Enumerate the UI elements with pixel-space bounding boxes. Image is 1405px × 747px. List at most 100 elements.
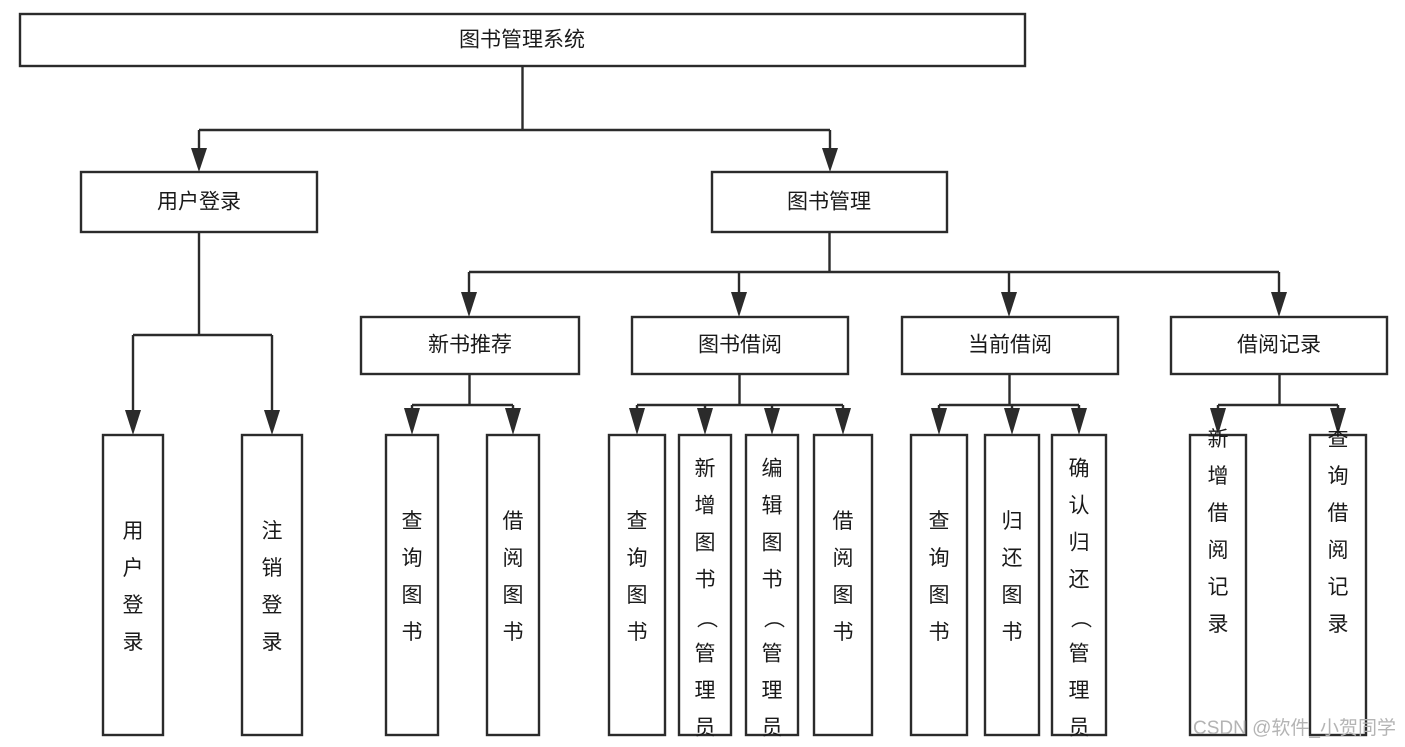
node-user-login-box[interactable]	[79, 170, 319, 234]
leaf-node-edit-book-admin-box[interactable]	[744, 433, 800, 737]
leaf-node-borrow-book-box[interactable]	[812, 433, 874, 737]
vertical-label-char: 图	[833, 584, 854, 607]
vertical-label-char: 录	[123, 631, 144, 654]
vertical-label-char: 新	[695, 458, 716, 481]
node-borrow-records-label: 借阅记录	[1237, 334, 1321, 357]
vertical-label-char: 理	[1069, 680, 1090, 703]
leaf-node-user-login[interactable]: 用户登录	[101, 433, 165, 737]
node-new-book-recommendation[interactable]: 新书推荐	[359, 315, 581, 376]
leaf-node-query-book-newbook-box[interactable]	[384, 433, 440, 737]
vertical-label-char: 询	[1328, 465, 1349, 488]
vertical-label-char: 管	[695, 643, 716, 666]
arrowhead-newbook-leaf-2	[505, 408, 521, 435]
connector-layer	[125, 66, 1346, 435]
vertical-label-char: 查	[1328, 428, 1349, 451]
arrowhead-current-leaf-1	[931, 408, 947, 435]
leaf-node-add-book-admin-box[interactable]	[677, 433, 733, 737]
node-book-management[interactable]: 图书管理	[710, 170, 949, 234]
vertical-label-char: 书	[695, 569, 716, 592]
vertical-label-char: 记	[1328, 576, 1349, 599]
vertical-label-char: 图	[762, 532, 783, 555]
node-new-book-recommendation-label: 新书推荐	[428, 334, 512, 357]
vertical-label-char: 记	[1208, 576, 1229, 599]
vertical-label-char: 增	[695, 495, 716, 518]
vertical-label-char: 认	[1069, 495, 1090, 518]
leaf-node-query-book-current-box[interactable]	[909, 433, 969, 737]
vertical-label-char: 图	[627, 584, 648, 607]
node-current-borrowing-box[interactable]	[900, 315, 1120, 376]
leaf-node-borrow-book-newbook-box[interactable]	[485, 433, 541, 737]
leaf-node-add-borrow-record-box[interactable]	[1188, 433, 1248, 737]
vertical-label-char: 还	[1002, 547, 1023, 570]
leaf-node-logout-box[interactable]	[240, 433, 304, 737]
vertical-label-char: 书	[503, 621, 524, 644]
arrowhead-record	[1271, 292, 1287, 317]
leaf-node-return-book-box[interactable]	[983, 433, 1041, 737]
node-book-borrowing-box[interactable]	[630, 315, 850, 376]
vertical-label-char: 登	[262, 594, 283, 617]
node-borrow-records[interactable]: 借阅记录	[1169, 315, 1389, 376]
node-book-borrowing[interactable]: 图书借阅	[630, 315, 850, 376]
vertical-label-char: 查	[929, 510, 950, 533]
node-new-book-recommendation-box[interactable]	[359, 315, 581, 376]
leaf-node-user-login-box[interactable]	[101, 433, 165, 737]
csdn-watermark: CSDN @软件_小贺同学	[1193, 717, 1396, 739]
vertical-label-char: 借	[1328, 502, 1349, 525]
vertical-label-char: 员	[762, 717, 783, 740]
node-user-login[interactable]: 用户登录	[79, 170, 319, 234]
leaf-node-query-book-borrow-box[interactable]	[607, 433, 667, 737]
vertical-label-char: 图	[402, 584, 423, 607]
vertical-label-char: 阅	[1328, 539, 1349, 562]
vertical-label-char: 书	[1002, 621, 1023, 644]
arrowhead-leaf-user-login	[125, 410, 141, 435]
vertical-label-char: 图	[929, 584, 950, 607]
node-book-management-label: 图书管理	[787, 191, 871, 214]
node-book-management-box[interactable]	[710, 170, 949, 234]
vertical-label-char: 书	[627, 621, 648, 644]
vertical-label-char: 员	[1069, 717, 1090, 740]
vertical-label-char: 新	[1208, 428, 1229, 451]
vertical-label-char: 管	[762, 643, 783, 666]
leaf-node-confirm-return-admin-box[interactable]	[1050, 433, 1108, 737]
vertical-label-char: 书	[402, 621, 423, 644]
arrowhead-book-manage	[822, 148, 838, 172]
vertical-label-char: 书	[833, 621, 854, 644]
arrowhead-borrow-leaf-3	[764, 408, 780, 435]
vertical-label-char: 询	[402, 547, 423, 570]
vertical-label-char: 登	[123, 594, 144, 617]
vertical-label-char: 查	[627, 510, 648, 533]
node-root-box[interactable]	[18, 12, 1027, 68]
leaf-node-query-borrow-record-box[interactable]	[1308, 433, 1368, 737]
node-borrow-records-box[interactable]	[1169, 315, 1389, 376]
vertical-label-char: 管	[1069, 643, 1090, 666]
vertical-label-char: 归	[1002, 510, 1023, 533]
node-current-borrowing[interactable]: 当前借阅	[900, 315, 1120, 376]
vertical-label-char: 阅	[833, 547, 854, 570]
vertical-label-char: 阅	[503, 547, 524, 570]
arrowhead-borrow	[731, 292, 747, 317]
vertical-label-char: 确	[1069, 458, 1090, 481]
node-root[interactable]: 图书管理系统	[18, 12, 1027, 68]
vertical-label-char: 书	[762, 569, 783, 592]
vertical-label-char: 用	[123, 520, 144, 543]
